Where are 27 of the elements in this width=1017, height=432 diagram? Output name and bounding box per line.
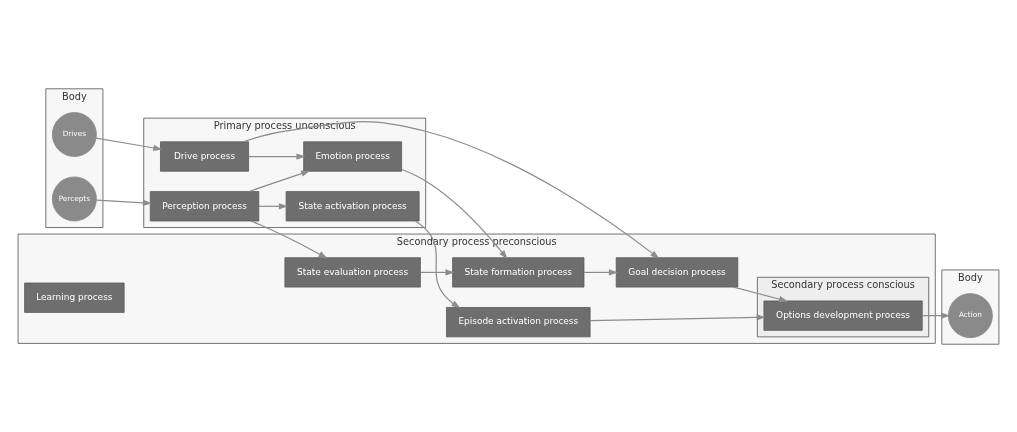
node-box: State evaluation process bbox=[284, 256, 421, 287]
arrow bbox=[921, 312, 951, 319]
arrow bbox=[583, 268, 618, 276]
node-circle: Action bbox=[947, 292, 993, 338]
arrow bbox=[589, 313, 766, 321]
arrow bbox=[248, 152, 306, 160]
node-box: Perception process bbox=[149, 190, 260, 221]
arrow bbox=[733, 286, 788, 302]
arrow bbox=[95, 136, 163, 151]
node-box: Learning process bbox=[24, 282, 125, 313]
arrow bbox=[414, 219, 461, 308]
node-box: State formation process bbox=[452, 256, 585, 287]
node-box: Options development process bbox=[763, 300, 923, 331]
arrow bbox=[401, 168, 508, 259]
node-box: State activation process bbox=[285, 190, 420, 221]
arrow bbox=[95, 199, 152, 206]
arrow bbox=[243, 120, 660, 259]
node-circle: Drives bbox=[51, 111, 97, 157]
arrow bbox=[250, 219, 328, 258]
node-circle: Percepts bbox=[51, 176, 97, 221]
node-box: Episode activation process bbox=[446, 306, 591, 337]
node-box: Emotion process bbox=[303, 140, 402, 172]
node-box: Goal decision process bbox=[615, 256, 739, 287]
arrow bbox=[258, 202, 288, 209]
arrow bbox=[419, 268, 455, 276]
arrow bbox=[248, 170, 311, 192]
node-box: Drive process bbox=[160, 140, 249, 172]
